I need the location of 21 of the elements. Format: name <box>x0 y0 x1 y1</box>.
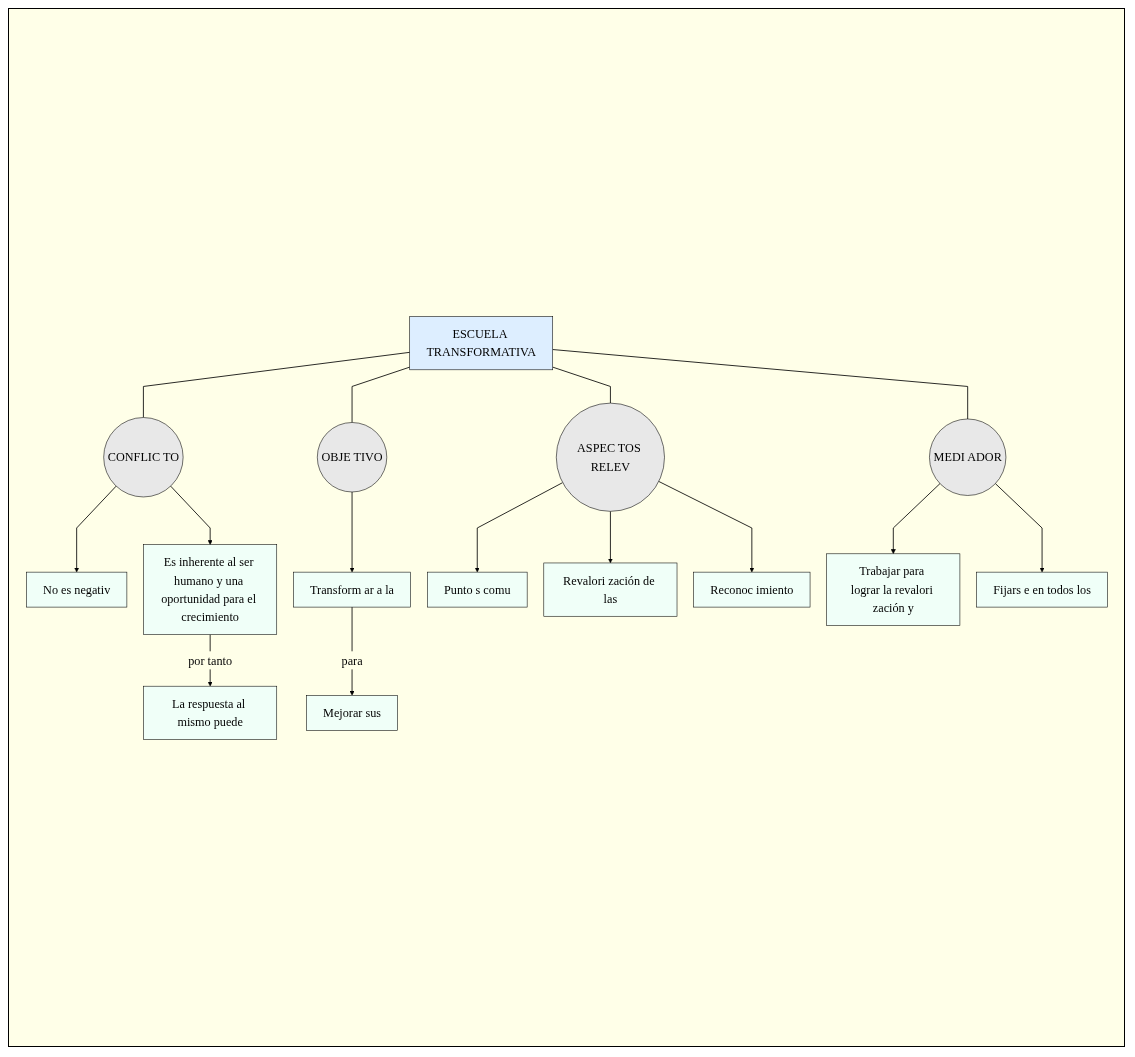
node-box: Mejorar sus <box>305 694 398 731</box>
node-box: No es negativ <box>25 571 127 607</box>
node-box: Trabajar para lograr la revalori zación y <box>825 553 960 626</box>
node-box: Transform ar a la <box>292 571 411 607</box>
node-circle: ASPEC TOS RELEV <box>555 402 665 512</box>
connector <box>551 348 968 419</box>
node-circle: MEDI ADOR <box>928 418 1006 496</box>
node-box: ESCUELA TRANSFORMATIVA <box>408 315 553 370</box>
edge-label: por tanto <box>187 652 232 667</box>
node-box: Revalori zación de las <box>543 562 677 617</box>
node-circle: CONFLIC TO <box>102 416 183 497</box>
connector <box>142 351 410 418</box>
node-box: Reconoc imiento <box>692 571 810 607</box>
node-box: Es inherente al ser humano y una oportunidad para el crecimiento <box>142 543 277 635</box>
node-box: La respuesta al mismo puede <box>142 685 277 740</box>
edge-label: para <box>341 652 363 667</box>
node-box: Punto s comu <box>426 571 527 607</box>
node-circle: OBJE TIVO <box>316 421 387 492</box>
connector <box>351 366 410 423</box>
node-box: Fijars e en todos los <box>975 571 1108 607</box>
connector <box>551 366 611 404</box>
